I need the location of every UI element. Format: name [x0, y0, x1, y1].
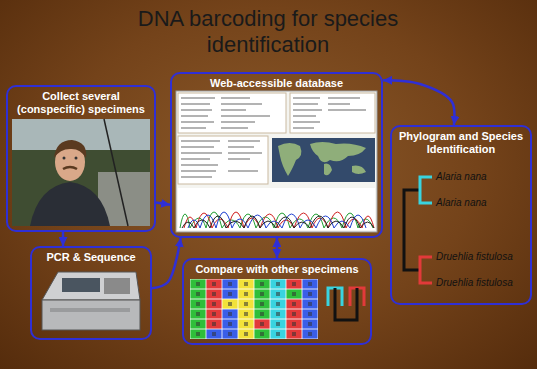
photo-hair	[54, 140, 86, 158]
box-heading: Phylogram and Species Identification	[395, 130, 527, 156]
trace-red	[184, 212, 374, 228]
alignment-grid	[190, 279, 318, 339]
species-label: Alaria nana	[436, 170, 487, 184]
collect-box: Collect several (conspecific) specimens	[6, 85, 156, 232]
world-map	[272, 138, 375, 182]
machine-slot	[50, 308, 130, 312]
form-panel	[290, 93, 375, 133]
species-label: Druehlia fistulosa	[436, 250, 513, 264]
trace-black	[182, 216, 374, 228]
photo-eye	[63, 157, 66, 160]
photo-shirt	[30, 182, 110, 226]
tree-clade-cyan	[420, 177, 432, 203]
chromatogram	[178, 188, 375, 230]
trace-green	[180, 212, 373, 228]
mini-tree-stem	[335, 288, 357, 320]
box-heading: PCR & Sequence	[35, 251, 147, 264]
pcr-box: PCR & Sequence	[30, 246, 152, 340]
database-screenshot	[176, 91, 377, 232]
tree-root	[404, 190, 420, 270]
flow-arrow	[276, 238, 279, 258]
tree-clade-red	[420, 257, 432, 283]
flow-arrow	[152, 238, 181, 288]
specimen-photo	[12, 119, 150, 226]
flow-arrow	[62, 232, 65, 246]
machine-top	[42, 272, 140, 300]
photo-sky	[12, 119, 150, 226]
phylogram	[404, 177, 432, 283]
screen-frame	[176, 91, 377, 232]
pcr-machine	[42, 272, 140, 330]
flow-arrow	[156, 203, 170, 205]
species-label: Alaria nana	[436, 196, 487, 210]
sequence-alignment	[190, 279, 364, 339]
compare-box: Compare with other specimens	[182, 258, 372, 345]
species-label: Druehlia fistulosa	[436, 276, 513, 290]
photo-mustache	[63, 167, 77, 169]
machine-keypad	[104, 278, 130, 294]
machine-screen	[62, 278, 100, 292]
box-heading: Compare with other specimens	[187, 263, 367, 276]
database-box: Web-accessible database	[170, 72, 383, 238]
box-heading: Collect several (conspecific) specimens	[11, 90, 151, 116]
diagram-title: DNA barcoding for species identification	[78, 6, 458, 58]
photo-eye	[75, 157, 78, 160]
map-land	[278, 142, 366, 176]
machine-body	[42, 300, 140, 330]
flow-arrow	[383, 80, 454, 125]
photo-pole	[104, 119, 128, 226]
form-panel	[178, 93, 286, 133]
box-heading: Web-accessible database	[175, 77, 378, 90]
